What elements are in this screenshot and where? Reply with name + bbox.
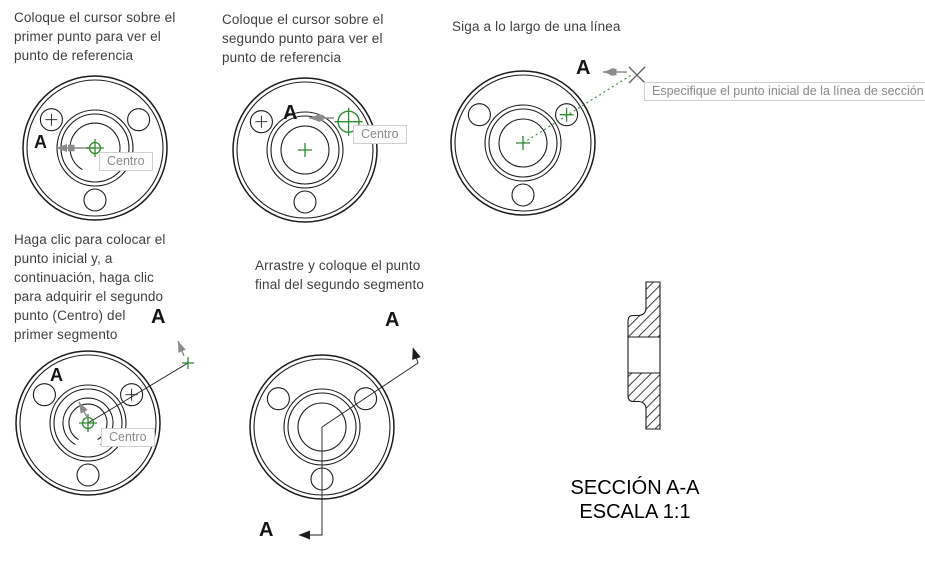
endpoint-plus-marker-icon xyxy=(182,357,194,369)
section-label-a: A xyxy=(385,309,400,331)
cursor-arrow-icon xyxy=(603,68,627,76)
crosshair-cursor-icon xyxy=(628,66,646,84)
section-label-a: A xyxy=(34,132,47,152)
flange-drawing-step4 xyxy=(15,340,194,496)
section-label-a: A xyxy=(259,519,274,541)
prompt-tooltip: Especifique el punto inicial de la línea… xyxy=(644,82,925,101)
hatch-area-top xyxy=(628,282,660,337)
hole-plus-marker-icon xyxy=(559,107,574,122)
flange-drawing-step5 xyxy=(249,347,421,540)
section-line-lower xyxy=(298,427,323,540)
hole-center-mark-icon xyxy=(255,115,268,128)
flange-drawing-step3 xyxy=(450,66,646,216)
cursor-arrow-icon xyxy=(309,114,334,122)
snap-tooltip: Centro xyxy=(353,125,407,144)
snap-tooltip: Centro xyxy=(99,152,153,171)
caption-step2: Coloque el cursor sobre el segundo punto… xyxy=(222,12,384,65)
section-label-a: A xyxy=(576,57,591,79)
section-scale-line: ESCALA 1:1 xyxy=(579,501,691,523)
center-snap-marker-icon xyxy=(79,414,97,432)
center-plus-marker-icon xyxy=(298,143,312,157)
section-label-a: A xyxy=(283,102,298,124)
section-line-upper xyxy=(321,347,421,428)
hole-center-mark-icon xyxy=(45,113,58,126)
section-segment-line xyxy=(87,362,189,424)
section-label-a: A xyxy=(151,306,166,328)
tracking-line xyxy=(522,73,634,144)
caption-step1: Coloque el cursor sobre el primer punto … xyxy=(14,10,176,63)
snap-tooltip: Centro xyxy=(101,428,155,447)
caption-step3: Siga a lo largo de una línea xyxy=(452,19,621,34)
center-snap-marker-icon xyxy=(86,139,104,157)
section-title-line: SECCIÓN A-A xyxy=(570,477,700,499)
caption-step4: Haga clic para colocar el punto inicial … xyxy=(14,232,166,342)
section-label-a: A xyxy=(50,365,63,385)
section-view-title: SECCIÓN A-A ESCALA 1:1 xyxy=(540,476,730,524)
caption-step5: Arrastre y coloque el punto final del se… xyxy=(255,258,425,292)
hatch-area-bottom xyxy=(628,373,660,429)
cursor-arrow-icon xyxy=(177,340,186,357)
cursor-arrow-icon xyxy=(78,401,89,420)
section-view-drawing xyxy=(627,281,661,430)
center-plus-marker-icon xyxy=(516,136,530,150)
flange-drawing-step2 xyxy=(232,77,378,223)
